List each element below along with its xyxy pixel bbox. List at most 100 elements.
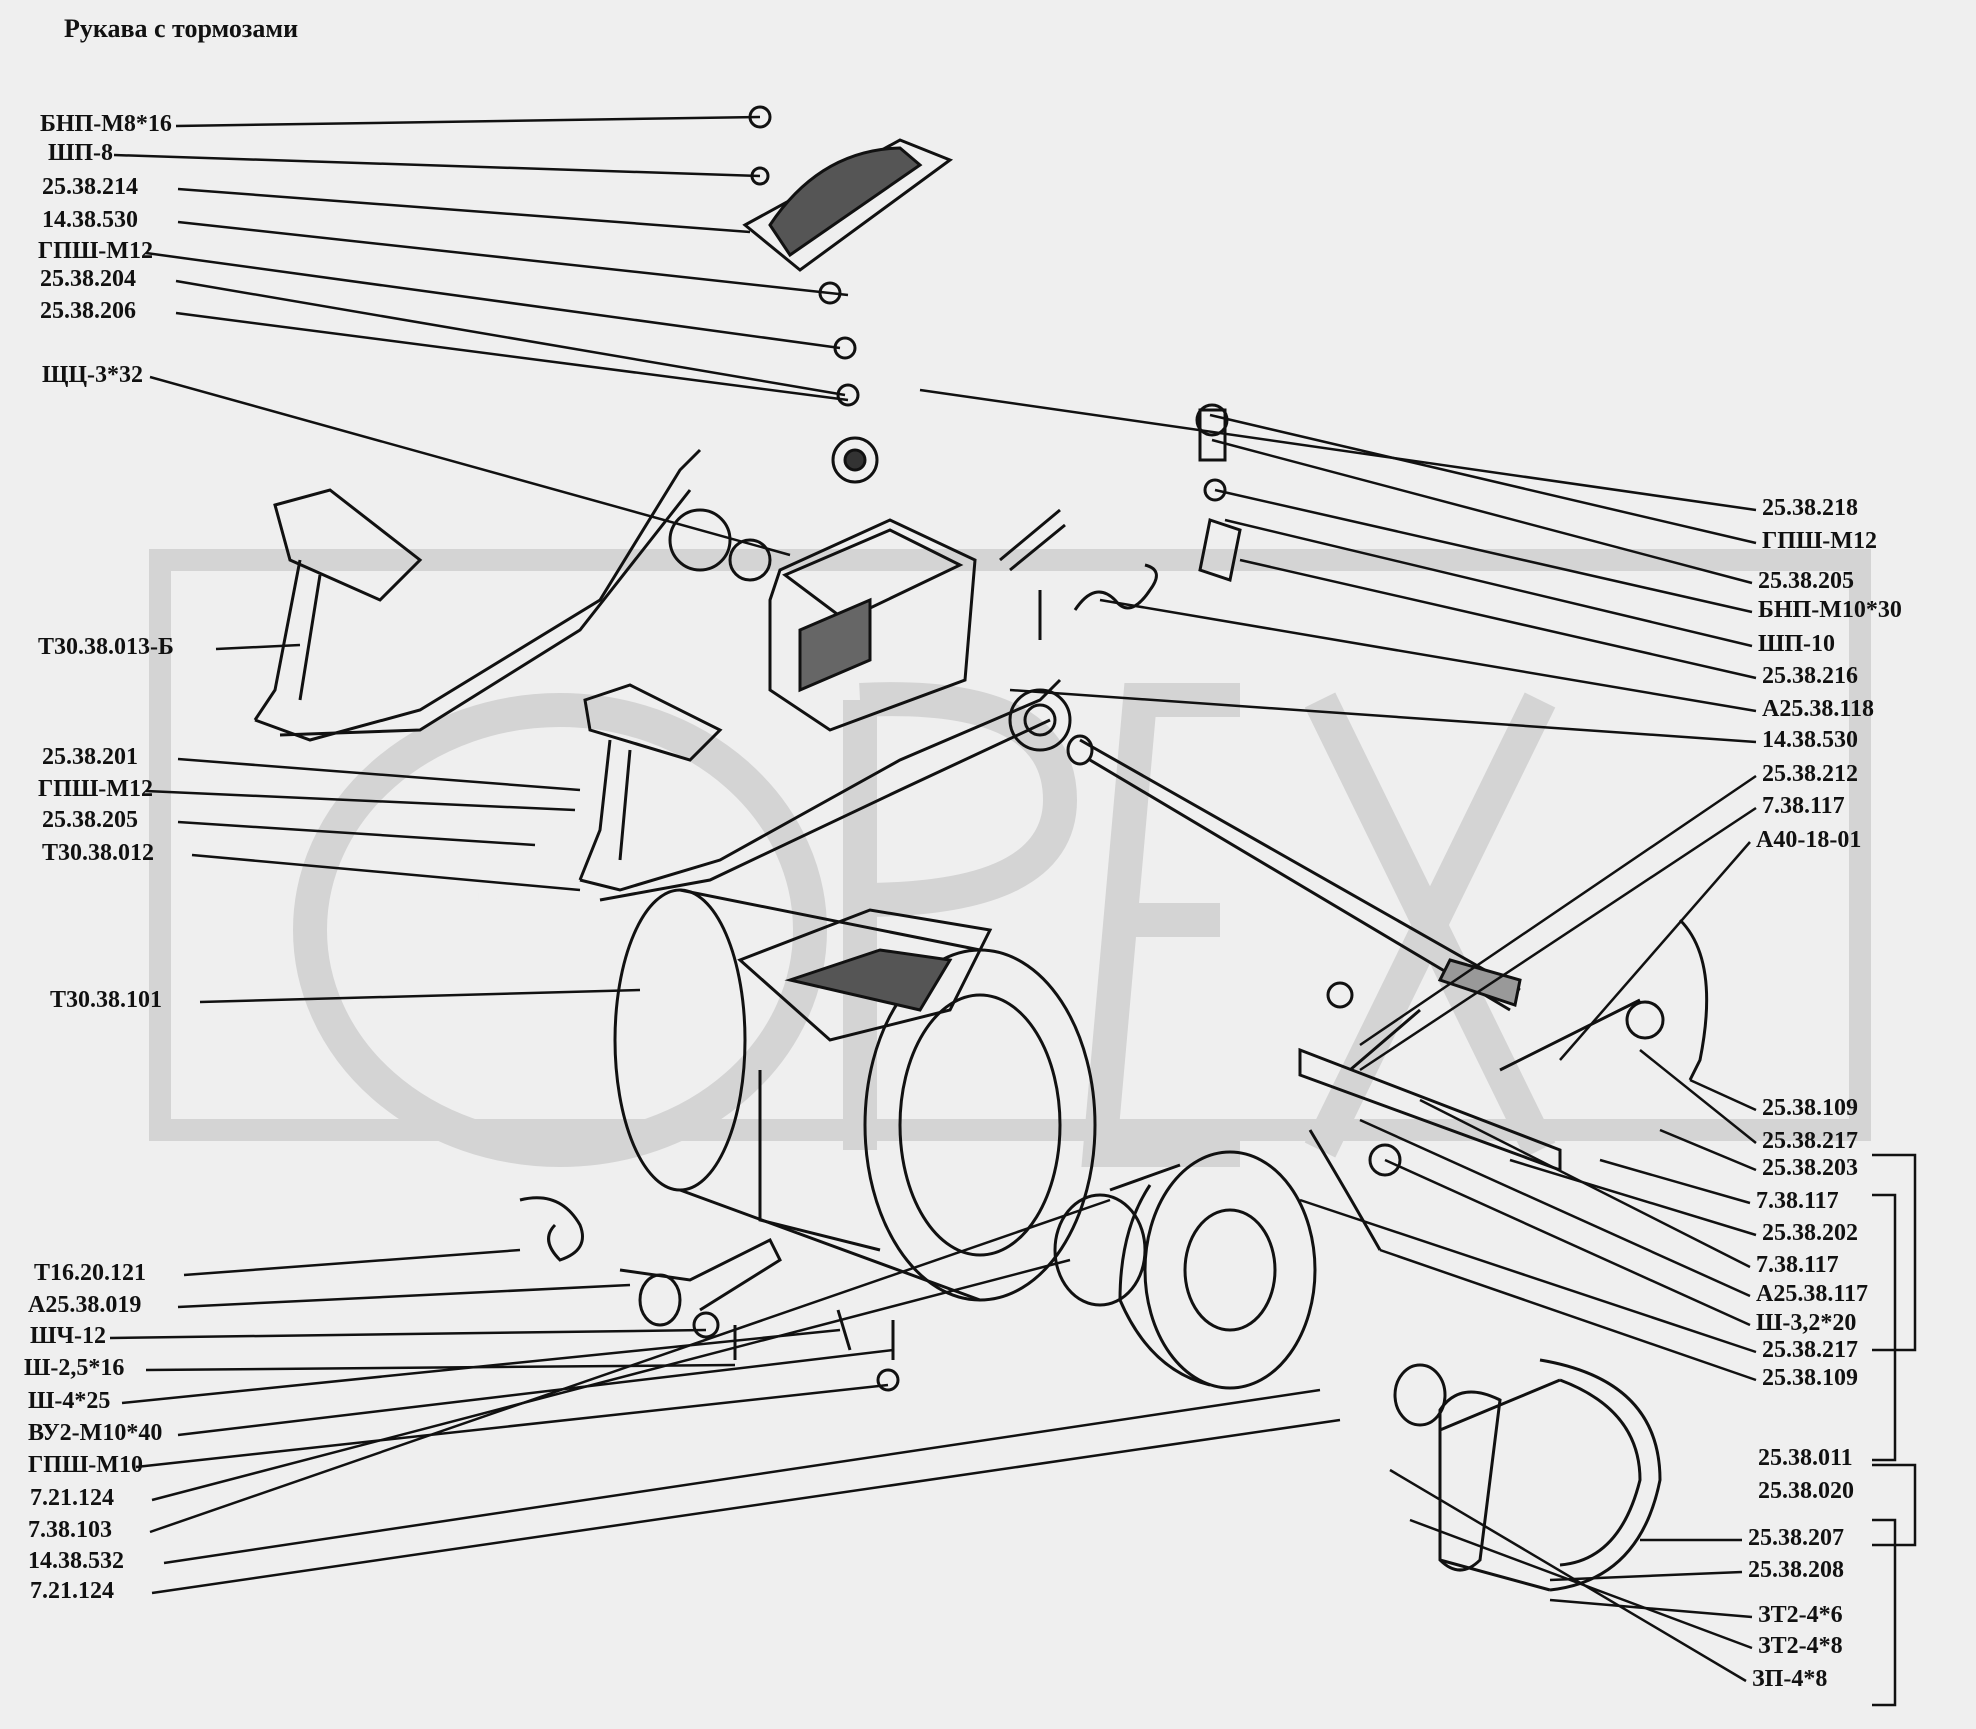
selector-housing bbox=[768, 436, 977, 732]
part-label-left-21: 7.21.124 bbox=[30, 1485, 114, 1511]
leader-right-10 bbox=[1559, 841, 1751, 1061]
part-label-left-8: Т30.38.013-Б bbox=[38, 634, 174, 660]
part-label-right-16: 7.38.117 bbox=[1756, 1252, 1839, 1278]
leader-right-24 bbox=[1549, 1570, 1743, 1582]
part-label-left-23: 14.38.532 bbox=[28, 1548, 124, 1574]
part-label-left-16: ШЧ-12 bbox=[30, 1323, 106, 1349]
watermark-text: ОРЕХ bbox=[470, 892, 498, 903]
leader-right-13 bbox=[1659, 1128, 1757, 1172]
leader-right-27 bbox=[1389, 1468, 1747, 1683]
part-label-right-2: 25.38.205 bbox=[1758, 568, 1854, 594]
part-label-right-9: 7.38.117 bbox=[1762, 793, 1845, 819]
leader-right-16 bbox=[1419, 1098, 1751, 1269]
leader-right-3 bbox=[1214, 488, 1753, 614]
leader-left-14 bbox=[183, 1248, 521, 1277]
part-label-right-6: А25.38.118 bbox=[1762, 696, 1875, 722]
leader-left-5 bbox=[175, 279, 846, 397]
leader-right-7 bbox=[1009, 688, 1757, 744]
brake-drum bbox=[1053, 1150, 1317, 1390]
leader-left-16 bbox=[109, 1328, 707, 1340]
part-label-right-22: 25.38.020 bbox=[1758, 1478, 1854, 1504]
leader-left-13 bbox=[199, 988, 641, 1004]
part-label-right-20: 25.38.109 bbox=[1762, 1365, 1858, 1391]
part-label-left-6: 25.38.206 bbox=[40, 298, 136, 324]
leader-left-3 bbox=[177, 220, 849, 297]
leader-right-15 bbox=[1509, 1158, 1757, 1237]
leader-right-18 bbox=[1384, 1158, 1751, 1327]
leader-left-11 bbox=[177, 820, 536, 847]
part-label-left-3: 14.38.530 bbox=[42, 207, 138, 233]
part-label-left-5: 25.38.204 bbox=[40, 266, 136, 292]
leader-left-9 bbox=[177, 757, 581, 792]
part-label-left-9: 25.38.201 bbox=[42, 744, 138, 770]
leader-left-7 bbox=[149, 375, 791, 557]
part-label-right-7: 14.38.530 bbox=[1762, 727, 1858, 753]
springs-bolts bbox=[999, 403, 1242, 640]
part-label-right-0: 25.38.218 bbox=[1762, 495, 1858, 521]
leader-right-11 bbox=[1689, 1078, 1757, 1112]
left-pedal bbox=[253, 448, 772, 742]
part-label-left-19: ВУ2-М10*40 bbox=[28, 1420, 163, 1446]
part-label-left-24: 7.21.124 bbox=[30, 1578, 114, 1604]
part-label-right-10: А40-18-01 bbox=[1756, 827, 1862, 853]
leader-left-6 bbox=[175, 311, 849, 402]
leader-left-8 bbox=[215, 643, 301, 651]
part-label-left-12: Т30.38.012 bbox=[42, 840, 155, 866]
leader-left-17 bbox=[145, 1363, 736, 1372]
part-label-left-22: 7.38.103 bbox=[28, 1517, 112, 1543]
part-label-right-4: ШП-10 bbox=[1758, 631, 1836, 657]
leader-lines bbox=[109, 115, 1757, 1683]
leader-right-4 bbox=[1224, 518, 1753, 648]
part-label-left-7: ЩЦ-3*32 bbox=[42, 362, 144, 388]
leader-right-9 bbox=[1359, 806, 1757, 1072]
leader-left-12 bbox=[191, 853, 581, 892]
part-label-right-17: А25.38.117 bbox=[1756, 1281, 1869, 1307]
part-label-right-13: 25.38.203 bbox=[1762, 1155, 1858, 1181]
part-label-right-25: ЗТ2-4*6 bbox=[1758, 1602, 1843, 1628]
part-label-left-2: 25.38.214 bbox=[42, 174, 138, 200]
watermark bbox=[149, 549, 1871, 1167]
part-label-left-20: ГПШ-М10 bbox=[28, 1452, 143, 1478]
part-label-right-21: 25.38.011 bbox=[1758, 1445, 1853, 1471]
leader-left-2 bbox=[177, 187, 751, 234]
part-label-left-18: Ш-4*25 bbox=[28, 1388, 111, 1414]
leader-left-21 bbox=[151, 1258, 1071, 1502]
small-parts-left bbox=[519, 1196, 900, 1392]
leader-right-12 bbox=[1639, 1049, 1757, 1144]
part-label-right-26: ЗТ2-4*8 bbox=[1758, 1633, 1843, 1659]
part-label-left-15: А25.38.019 bbox=[28, 1292, 142, 1318]
leader-left-4 bbox=[145, 251, 841, 350]
part-label-left-14: Т16.20.121 bbox=[34, 1260, 147, 1286]
part-label-right-24: 25.38.208 bbox=[1748, 1557, 1844, 1583]
group-brackets bbox=[1872, 1153, 1917, 1707]
leader-right-8 bbox=[1359, 774, 1757, 1047]
part-label-right-27: ЗП-4*8 bbox=[1752, 1666, 1828, 1692]
leader-left-20 bbox=[135, 1383, 889, 1469]
leader-right-25 bbox=[1549, 1598, 1753, 1619]
leader-right-6 bbox=[1099, 598, 1757, 713]
part-label-right-14: 7.38.117 bbox=[1756, 1188, 1839, 1214]
part-label-right-19: 25.38.217 bbox=[1762, 1337, 1858, 1363]
part-label-left-4: ГПШ-М12 bbox=[38, 238, 153, 264]
leader-left-15 bbox=[177, 1283, 631, 1309]
brake-housing bbox=[613, 888, 1097, 1302]
part-label-right-11: 25.38.109 bbox=[1762, 1095, 1858, 1121]
leader-right-20 bbox=[1379, 1248, 1757, 1382]
part-label-right-5: 25.38.216 bbox=[1762, 663, 1858, 689]
part-label-right-23: 25.38.207 bbox=[1748, 1525, 1844, 1551]
leader-right-17 bbox=[1359, 1118, 1751, 1298]
part-label-left-13: Т30.38.101 bbox=[50, 987, 163, 1013]
part-label-right-8: 25.38.212 bbox=[1762, 761, 1858, 787]
leader-right-0 bbox=[919, 388, 1757, 512]
leader-left-10 bbox=[145, 789, 576, 812]
leader-left-23 bbox=[163, 1388, 1321, 1565]
leader-right-2 bbox=[1211, 438, 1753, 585]
part-label-left-1: ШП-8 bbox=[48, 140, 114, 166]
leader-left-1 bbox=[113, 153, 761, 178]
leader-right-19 bbox=[1299, 1198, 1757, 1354]
leader-left-0 bbox=[175, 115, 761, 128]
leader-right-5 bbox=[1239, 558, 1757, 680]
leader-left-19 bbox=[177, 1348, 894, 1437]
cover-plate bbox=[742, 105, 954, 407]
